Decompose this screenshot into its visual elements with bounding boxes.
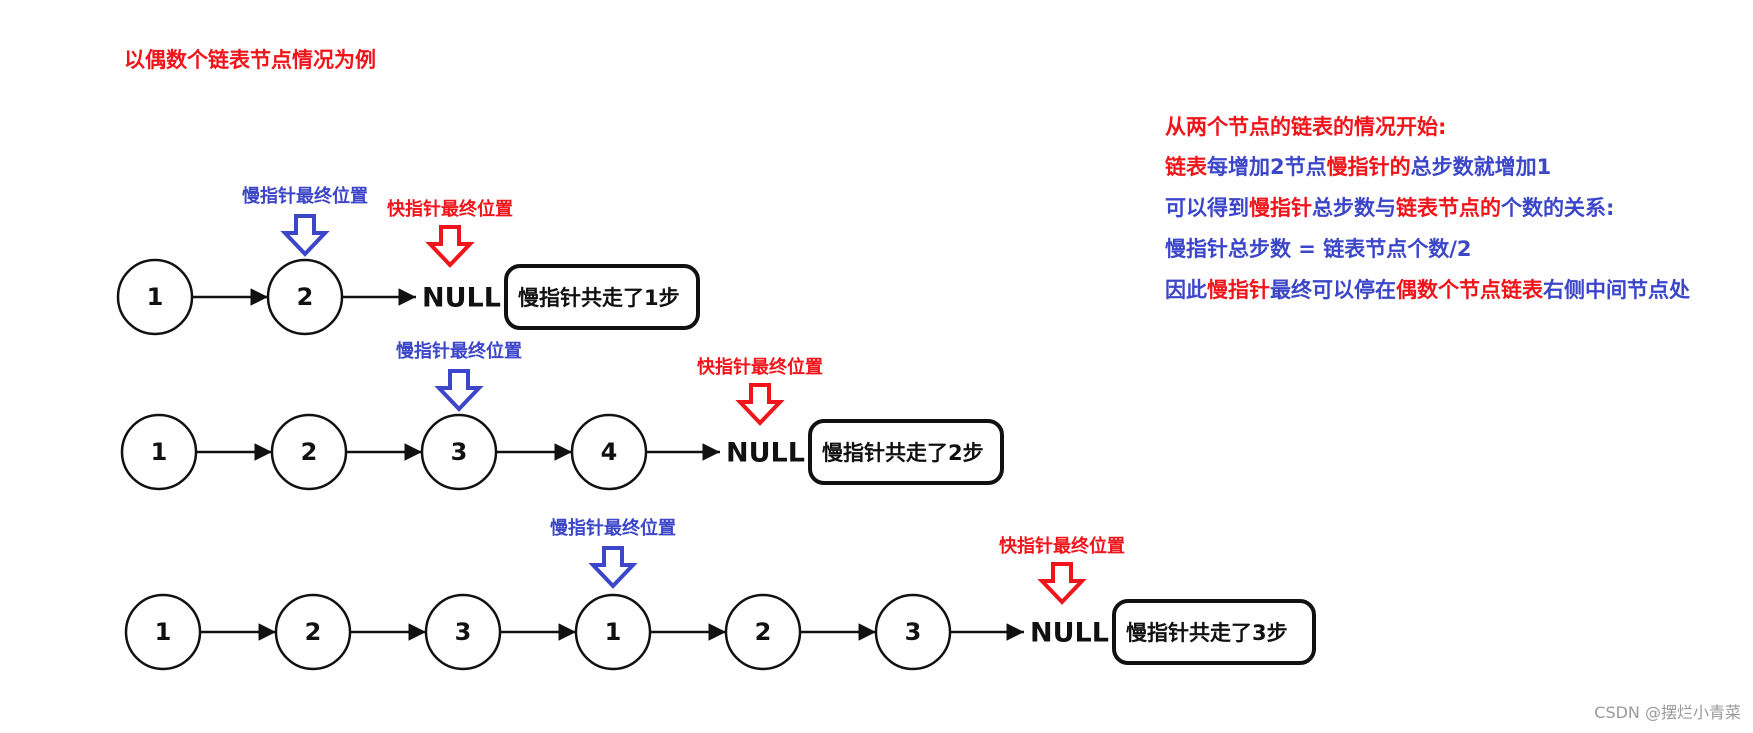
watermark: CSDN @摆烂小青菜 <box>1594 703 1741 722</box>
note-segment: 链表节点的 <box>1396 196 1501 220</box>
slow-pointer-label: 慢指针最终位置 <box>550 517 676 539</box>
list-node-value: 3 <box>451 438 468 466</box>
fast-pointer-arrow-icon <box>425 225 475 268</box>
slow-pointer-arrow-icon <box>588 546 638 589</box>
steps-box <box>808 419 1004 485</box>
fast-pointer-arrow-icon <box>1037 562 1087 605</box>
note-line: 从两个节点的链表的情况开始: <box>1165 112 1446 142</box>
list-node-value: 1 <box>155 618 172 646</box>
note-segment: 慢指针 <box>1249 196 1312 220</box>
fast-pointer-label: 快指针最终位置 <box>697 356 823 378</box>
note-line: 慢指针总步数 = 链表节点个数/2 <box>1165 234 1472 264</box>
note-segment: 慢指针 <box>1207 278 1270 302</box>
list-node-value: 1 <box>151 438 168 466</box>
note-segment: 因此 <box>1165 278 1207 302</box>
note-line: 链表每增加2节点慢指针的总步数就增加1 <box>1165 152 1551 182</box>
fast-pointer-arrow-icon <box>735 383 785 426</box>
list-node-value: 1 <box>147 283 164 311</box>
null-label: NULL <box>1030 618 1109 649</box>
note-segment: 右侧中间节点处 <box>1543 278 1690 302</box>
note-segment: 可以得到 <box>1165 196 1249 220</box>
steps-label: 慢指针共走了1步 <box>518 286 680 310</box>
null-label: NULL <box>726 438 805 469</box>
slow-pointer-arrow-icon <box>434 369 484 412</box>
list-node-value: 1 <box>605 618 622 646</box>
list-node-value: 2 <box>305 618 322 646</box>
steps-box <box>1112 599 1316 665</box>
note-segment: 总步数与 <box>1312 196 1396 220</box>
note-segment: 总步数就增加1 <box>1410 155 1552 179</box>
fast-pointer-label: 快指针最终位置 <box>999 535 1125 557</box>
list-node-value: 2 <box>297 283 314 311</box>
note-segment: 个数的关系: <box>1501 196 1615 220</box>
note-segment: 每增加2节点 <box>1207 155 1327 179</box>
note-segment: 最终可以停在 <box>1270 278 1396 302</box>
note-segment: 慢指针总步数 = 链表节点个数/2 <box>1165 237 1472 261</box>
steps-label: 慢指针共走了2步 <box>822 441 984 465</box>
list-node-value: 3 <box>455 618 472 646</box>
note-line: 因此慢指针最终可以停在偶数个节点链表右侧中间节点处 <box>1165 275 1690 305</box>
slow-pointer-arrow-icon <box>280 214 330 257</box>
list-node-value: 4 <box>601 438 618 466</box>
note-segment: 慢指针的 <box>1326 155 1411 179</box>
steps-label: 慢指针共走了3步 <box>1126 621 1288 645</box>
slow-pointer-label: 慢指针最终位置 <box>242 185 368 207</box>
null-label: NULL <box>422 283 501 314</box>
list-node-value: 2 <box>755 618 772 646</box>
note-segment: 偶数个节点链表 <box>1396 278 1543 302</box>
note-segment: 从两个节点的链表的情况开始: <box>1165 115 1447 139</box>
slow-pointer-label: 慢指针最终位置 <box>396 340 522 362</box>
fast-pointer-label: 快指针最终位置 <box>387 198 513 220</box>
list-node-value: 2 <box>301 438 318 466</box>
steps-box <box>504 264 700 330</box>
page-title: 以偶数个链表节点情况为例 <box>124 48 376 72</box>
note-line: 可以得到慢指针总步数与链表节点的个数的关系: <box>1165 193 1614 223</box>
list-node-value: 3 <box>905 618 922 646</box>
note-segment: 链表 <box>1165 155 1207 179</box>
